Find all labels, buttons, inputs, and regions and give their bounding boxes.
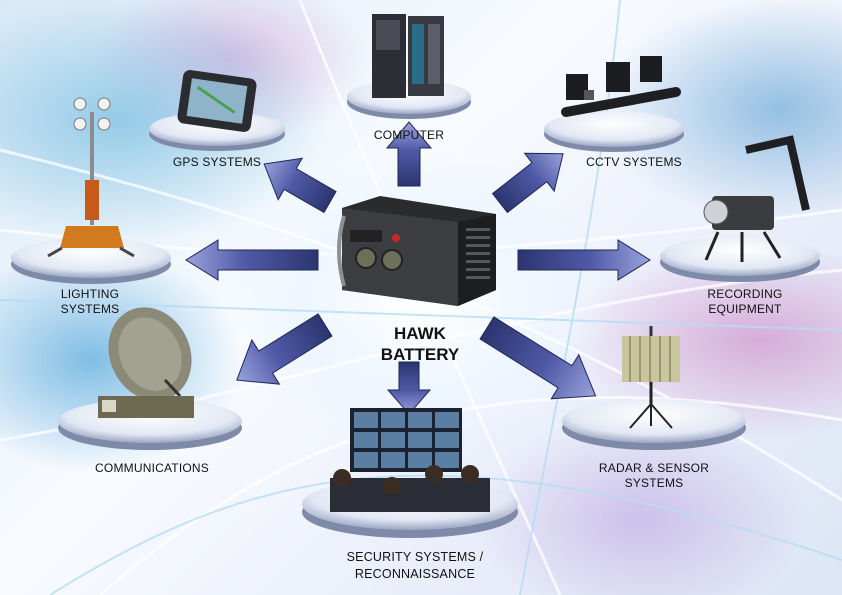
recording-image — [703, 135, 810, 262]
center-title: HAWK BATTERY — [360, 323, 480, 365]
arrow-to-communications — [236, 313, 333, 385]
arrow-to-gps — [263, 157, 337, 214]
label-radar-sensor-systems: RADAR & SENSOR SYSTEMS — [584, 461, 724, 491]
label-recording-line1: RECORDING — [707, 287, 783, 301]
label-security-line1: SECURITY SYSTEMS / — [346, 550, 484, 564]
label-recording-equipment: RECORDING EQUIPMENT — [690, 287, 800, 317]
label-recording-line2: EQUIPMENT — [708, 302, 782, 316]
arrow-to-radar — [479, 316, 597, 400]
label-lighting-line1: LIGHTING — [60, 287, 120, 301]
arrow-to-security — [386, 361, 432, 415]
label-lighting-systems: LIGHTING SYSTEMS — [40, 287, 140, 317]
label-lighting-line2: SYSTEMS — [60, 302, 120, 316]
center-title-line2: BATTERY — [380, 345, 460, 364]
cctv-image — [561, 56, 681, 117]
arrow-to-lighting — [185, 239, 319, 281]
label-computer: COMPUTER — [373, 128, 445, 142]
computer-image — [372, 14, 444, 98]
label-security-reconnaissance: SECURITY SYSTEMS / RECONNAISSANCE — [330, 549, 500, 583]
platform-recording — [660, 236, 820, 282]
lighting-image — [47, 97, 135, 258]
arrow-to-cctv — [491, 152, 564, 214]
label-radar-line2: SYSTEMS — [624, 476, 684, 490]
gps-image — [177, 70, 257, 132]
platform-cctv — [544, 111, 684, 152]
label-security-line2: RECONNAISSANCE — [354, 567, 476, 581]
platform-radar — [562, 399, 746, 450]
security-image — [330, 408, 490, 512]
communications-image — [98, 307, 194, 418]
radar-image — [622, 326, 680, 429]
label-cctv-systems: CCTV SYSTEMS — [586, 155, 682, 169]
label-gps-systems: GPS SYSTEMS — [172, 155, 262, 169]
center-title-line1: HAWK — [394, 324, 446, 343]
label-communications: COMMUNICATIONS — [95, 461, 209, 475]
battery-image — [337, 196, 496, 306]
arrow-to-computer — [385, 121, 433, 187]
arrow-to-recording — [517, 239, 651, 281]
label-radar-line1: RADAR & SENSOR — [598, 461, 710, 475]
